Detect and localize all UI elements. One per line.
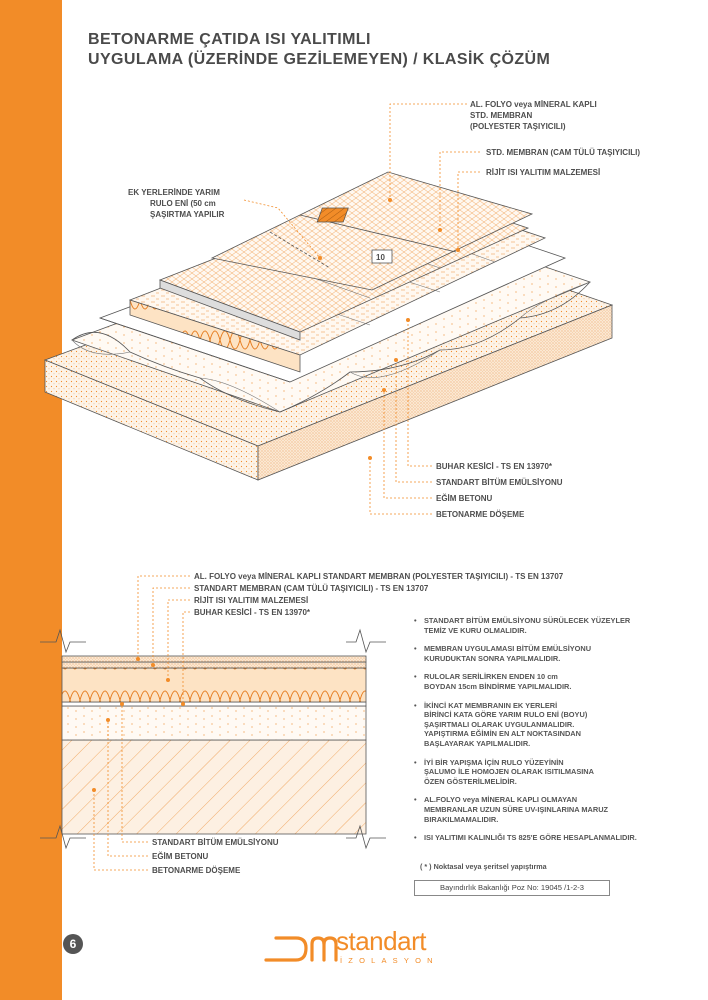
iso-overlap-tag xyxy=(371,249,393,264)
section-label-screed: EĞİM BETONU xyxy=(152,852,209,861)
brand-logo: standart İZOLASYON xyxy=(260,926,460,970)
page-title: BETONARME ÇATIDA ISI YALITIMLI UYGULAMA … xyxy=(88,30,550,70)
footnote: ( * ) Noktasal veya şeritsel yapıştırma xyxy=(420,862,547,871)
iso-screed-edge xyxy=(71,281,591,413)
note-item: ISI YALITIMI KALINLIĞI TS 825'E GÖRE HES… xyxy=(412,833,702,843)
break-mark-right-bottom xyxy=(346,824,386,850)
iso-top-membrane xyxy=(210,171,534,291)
title-line-2: UYGULAMA (ÜZERİNDE GEZİLEMEYEN) / KLASİK… xyxy=(88,51,551,68)
note-item: İKİNCİ KAT MEMBRANIN EK YERLERİ BİRİNCİ … xyxy=(412,701,702,749)
section-label-emulsion: STANDART BİTÜM EMÜLSİYONU xyxy=(152,838,279,847)
iso-overlap-mark-patch xyxy=(316,207,349,223)
iso-insulation-front xyxy=(129,299,301,373)
brand-subtitle: İZOLASYON xyxy=(340,956,439,965)
iso-screed-wave xyxy=(71,281,591,413)
section-vapor xyxy=(61,701,367,707)
note-item: MEMBRAN UYGULAMASI BİTÜM EMÜLSİYONU KURU… xyxy=(412,644,702,663)
iso-label-insulation: RİJİT ISI YALITIM MALZEMESİ xyxy=(486,168,601,177)
section-label-std-membrane: STANDART MEMBRAN (CAM TÜLÜ TAŞIYICILI) -… xyxy=(194,584,429,593)
poz-number-box: Bayındırlık Bakanlığı Poz No: 19045 /1-2… xyxy=(414,880,610,896)
iso-label-screed: EĞİM BETONU xyxy=(436,494,493,503)
iso-label-top-membrane-3: (POLYESTER TAŞIYICILI) xyxy=(470,122,566,131)
application-notes: STANDART BİTÜM EMÜLSİYONU SÜRÜLECEK YÜZE… xyxy=(412,616,702,852)
section-roof-diagram xyxy=(40,575,386,871)
brand-name: standart xyxy=(336,926,426,956)
section-top-membrane xyxy=(61,655,367,663)
break-mark-left-bottom xyxy=(40,824,86,850)
note-item: STANDART BİTÜM EMÜLSİYONU SÜRÜLECEK YÜZE… xyxy=(412,616,702,635)
iso-slab-side xyxy=(257,304,613,481)
page-number: 6 xyxy=(63,934,83,954)
section-label-insulation: RİJİT ISI YALITIM MALZEMESİ xyxy=(194,596,309,605)
title-line-1: BETONARME ÇATIDA ISI YALITIMLI xyxy=(88,31,371,48)
iso-label-std-membrane: STD. MEMBRAN (CAM TÜLÜ TAŞIYICILI) xyxy=(486,148,641,157)
section-label-vapor: BUHAR KESİCİ - TS EN 13970* xyxy=(194,608,311,617)
section-slab xyxy=(61,739,367,835)
orange-side-bar xyxy=(0,0,62,1000)
iso-label-overlap-1: EK YERLERİNDE YARIM xyxy=(128,188,220,197)
note-item: AL.FOLYO veya MİNERAL KAPLI OLMAYAN MEMB… xyxy=(412,795,702,824)
section-std-membrane xyxy=(61,661,367,669)
isometric-roof-diagram xyxy=(43,103,614,515)
section-screed xyxy=(61,705,367,741)
iso-label-overlap-2: RULO ENİ (50 cm xyxy=(150,199,216,208)
iso-overlap-mark: 10 xyxy=(376,253,385,262)
iso-label-emulsion: STANDART BİTÜM EMÜLSİYONU xyxy=(436,478,563,487)
iso-label-overlap-3: ŞAŞIRTMA YAPILIR xyxy=(150,210,225,219)
iso-label-slab: BETONARME DÖŞEME xyxy=(436,510,525,519)
break-mark-right xyxy=(346,628,386,654)
iso-label-top-membrane-1: AL. FOLYO veya MİNERAL KAPLI xyxy=(470,100,597,109)
note-item: RULOLAR SERİLİRKEN ENDEN 10 cm BOYDAN 15… xyxy=(412,672,702,691)
note-item: İYİ BİR YAPIŞMA İÇİN RULO YÜZEYİNİN ŞALU… xyxy=(412,758,702,787)
iso-label-top-membrane-2: STD. MEMBRAN xyxy=(470,111,533,120)
section-label-top-membrane: AL. FOLYO veya MİNERAL KAPLI STANDART ME… xyxy=(194,572,564,581)
brand-logo-mark xyxy=(264,936,338,962)
iso-label-vapor: BUHAR KESİCİ - TS EN 13970* xyxy=(436,462,553,471)
section-label-slab: BETONARME DÖŞEME xyxy=(152,866,241,875)
section-insulation xyxy=(61,667,367,703)
break-mark-left xyxy=(40,628,86,654)
